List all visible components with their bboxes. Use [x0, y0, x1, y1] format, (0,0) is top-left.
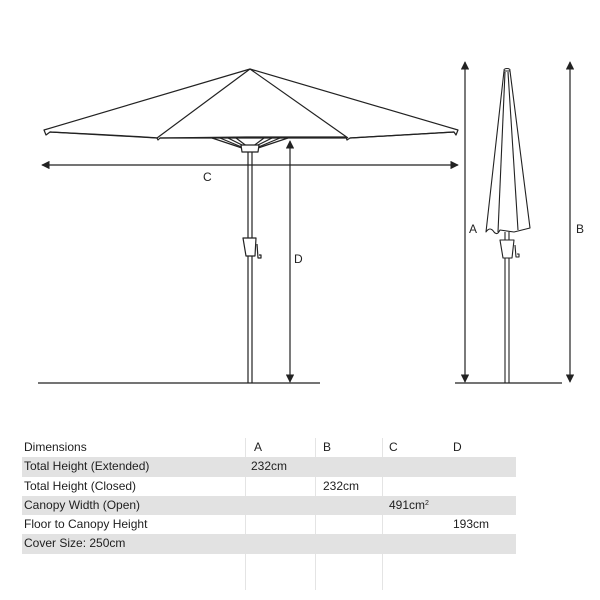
dimensions-table: Dimensions A B C D Total Height (Extende…	[22, 438, 516, 554]
row-label: Total Height (Closed)	[24, 478, 137, 493]
cell-c-value: 491cm	[389, 497, 426, 512]
table-row: Total Height (Extended) 232cm	[22, 457, 516, 477]
dimension-label-c: C	[203, 170, 212, 184]
row-label: Cover Size: 250cm	[24, 536, 126, 551]
table-header-row: Dimensions A B C D	[22, 438, 516, 457]
table-row: Floor to Canopy Height 193cm	[22, 515, 516, 534]
dimension-label-a: A	[469, 222, 477, 236]
header-dimensions: Dimensions	[24, 440, 87, 454]
row-label: Floor to Canopy Height	[24, 517, 148, 532]
header-col-b: B	[323, 440, 332, 454]
closed-umbrella-illustration	[485, 67, 531, 383]
dimension-label-d: D	[294, 252, 303, 266]
table-row: Total Height (Closed) 232cm	[22, 477, 516, 496]
open-umbrella-illustration	[43, 68, 459, 383]
cell-c-superscript: 2	[425, 499, 429, 507]
header-col-d: D	[453, 440, 462, 454]
dimension-label-b: B	[576, 222, 584, 236]
cell-d: 193cm	[453, 517, 490, 532]
header-col-a: A	[254, 440, 263, 454]
umbrella-dimension-diagram: C D A B	[38, 61, 584, 384]
header-col-c: C	[389, 440, 398, 454]
cell-a: 232cm	[251, 459, 288, 474]
cell-c: 491cm2	[389, 496, 429, 515]
row-label: Total Height (Extended)	[24, 459, 150, 474]
table-row: Canopy Width (Open) 491cm2	[22, 495, 516, 516]
row-label: Canopy Width (Open)	[24, 497, 141, 512]
cell-b: 232cm	[323, 478, 360, 493]
table-row: Cover Size: 250cm	[22, 534, 516, 554]
